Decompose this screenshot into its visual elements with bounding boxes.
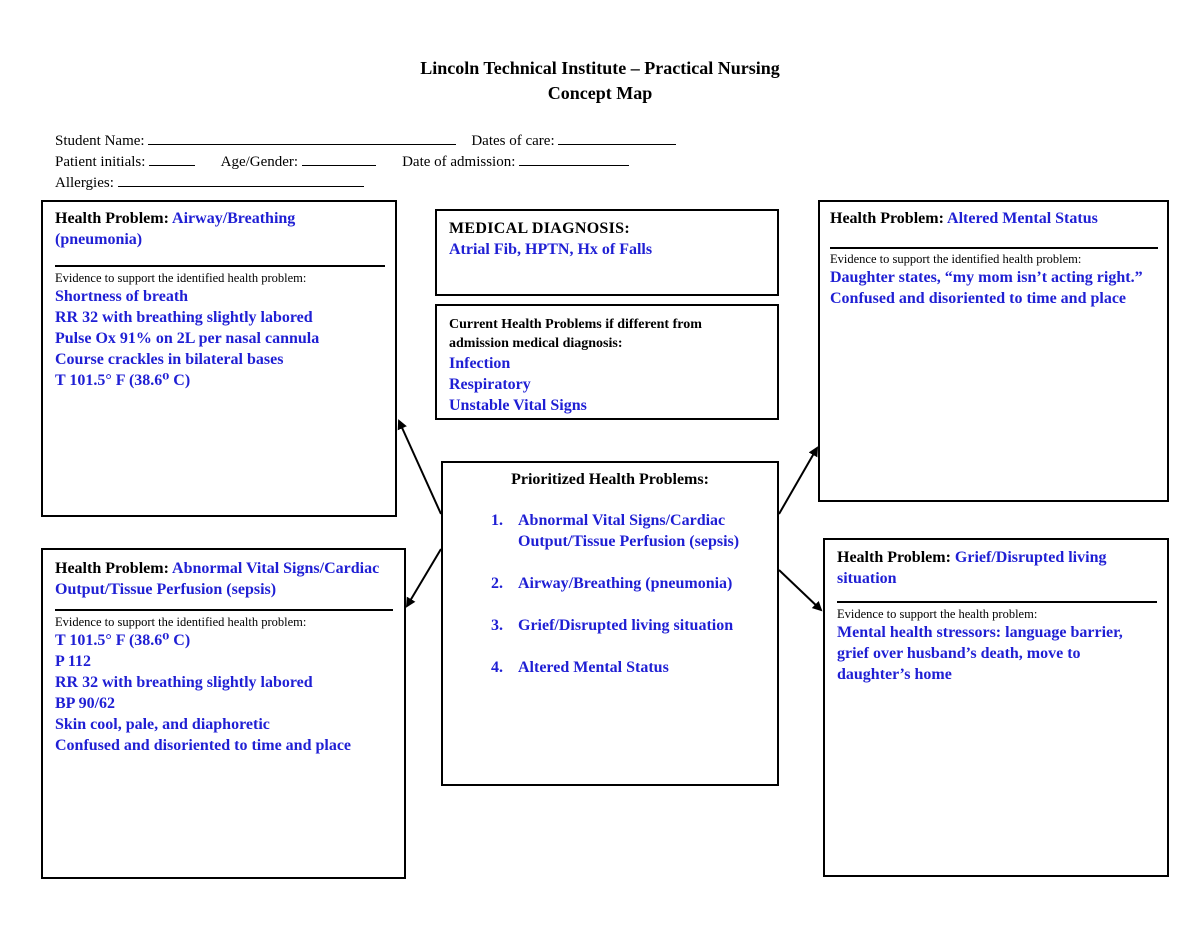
current-problem-item: Respiratory: [449, 376, 531, 393]
age-gender-field[interactable]: [301, 151, 376, 166]
divider: [55, 265, 385, 267]
age-gender-label: Age/Gender:: [220, 154, 299, 170]
prioritized-item: 4.Altered Mental Status: [491, 659, 669, 676]
dates-of-care-label: Dates of care:: [471, 133, 555, 149]
evidence-item: Shortness of breath: [55, 288, 189, 305]
patient-initials-label: Patient initials:: [55, 154, 146, 170]
prioritized-item: 3.Grief/Disrupted living situation: [491, 617, 734, 634]
evidence-label: Evidence to support the identified healt…: [55, 615, 307, 629]
evidence-item: T 101.5° F (38.6⁰ C): [55, 372, 191, 389]
evidence-item: BP 90/62: [55, 695, 116, 712]
evidence-item: Pulse Ox 91% on 2L per nasal cannula: [55, 330, 320, 347]
health-problem-airway-box: Health Problem: Airway/Breathing (pneumo…: [41, 200, 397, 517]
student-name-field[interactable]: [148, 130, 457, 145]
current-health-problems-label: Current Health Problems if different fro…: [449, 317, 702, 351]
student-name-label: Student Name:: [55, 133, 145, 149]
document-title: Lincoln Technical Institute – Practical …: [420, 58, 780, 78]
health-problem-grief-value: Grief/Disrupted living situation: [837, 549, 1107, 587]
form-line-3: Allergies:: [55, 172, 364, 192]
evidence-item: P 112: [55, 653, 92, 670]
document-subtitle: Concept Map: [547, 83, 653, 103]
arrow-to-vitals: [405, 548, 442, 608]
evidence-item: Skin cool, pale, and diaphoretic: [55, 716, 270, 733]
health-problem-grief-box: Health Problem: Grief/Disrupted living s…: [823, 538, 1169, 877]
health-problem-airway-value: Airway/Breathing (pneumonia): [55, 210, 296, 248]
health-problem-grief-heading: Health Problem: Grief/Disrupted living s…: [837, 549, 1107, 587]
arrow-to-airway: [397, 419, 442, 515]
health-problem-airway-heading: Health Problem: Airway/Breathing (pneumo…: [55, 210, 296, 248]
prioritized-item: 2.Airway/Breathing (pneumonia): [491, 575, 733, 592]
evidence-item: RR 32 with breathing slightly labored: [55, 309, 313, 326]
health-problem-mental-status-heading: Health Problem: Altered Mental Status: [830, 210, 1098, 227]
arrow-to-mental-status: [778, 446, 818, 515]
evidence-item: Course crackles in bilateral bases: [55, 351, 284, 368]
allergies-label: Allergies:: [55, 175, 114, 191]
prioritized-health-problems-box: Prioritized Health Problems: 1.Abnormal …: [441, 461, 779, 786]
evidence-item: Daughter states, “my mom isn’t acting ri…: [830, 269, 1143, 286]
health-problem-vitals-box: Health Problem: Abnormal Vital Signs/Car…: [41, 548, 406, 879]
health-problem-mental-status-box: Health Problem: Altered Mental Status Ev…: [818, 200, 1169, 502]
dates-of-care-field[interactable]: [558, 130, 677, 145]
evidence-label: Evidence to support the identified healt…: [55, 271, 307, 285]
health-problem-vitals-heading: Health Problem: Abnormal Vital Signs/Car…: [55, 560, 380, 598]
patient-initials-field[interactable]: [149, 151, 196, 166]
prioritized-item: 1.Abnormal Vital Signs/Cardiac Output/Ti…: [491, 512, 740, 550]
allergies-field[interactable]: [117, 172, 364, 187]
evidence-item: Mental health stressors: language barrie…: [837, 624, 1123, 683]
medical-diagnosis-label: MEDICAL DIAGNOSIS:: [449, 220, 630, 237]
form-line-1: Student Name: Dates of care:: [55, 130, 677, 150]
evidence-item: Confused and disoriented to time and pla…: [830, 290, 1127, 307]
current-problem-item: Infection: [449, 355, 511, 372]
divider: [837, 601, 1157, 603]
prioritized-health-problems-label: Prioritized Health Problems:: [511, 471, 709, 488]
divider: [830, 247, 1158, 249]
prioritized-list: 1.Abnormal Vital Signs/Cardiac Output/Ti…: [453, 510, 767, 678]
evidence-label: Evidence to support the identified healt…: [830, 252, 1082, 266]
current-health-problems-box: Current Health Problems if different fro…: [435, 304, 779, 420]
date-of-admission-field[interactable]: [519, 151, 630, 166]
evidence-item: Confused and disoriented to time and pla…: [55, 737, 352, 754]
evidence-item: RR 32 with breathing slightly labored: [55, 674, 313, 691]
arrow-to-grief: [778, 569, 823, 612]
evidence-label: Evidence to support the health problem:: [837, 607, 1038, 621]
form-line-2: Patient initials: Age/Gender: Date of ad…: [55, 151, 630, 171]
medical-diagnosis-value: Atrial Fib, HPTN, Hx of Falls: [449, 241, 653, 258]
health-problem-vitals-value: Abnormal Vital Signs/Cardiac Output/Tiss…: [55, 560, 380, 598]
evidence-item: T 101.5° F (38.6⁰ C): [55, 632, 191, 649]
current-problem-item: Unstable Vital Signs: [449, 397, 587, 414]
health-problem-mental-status-value: Altered Mental Status: [947, 210, 1098, 227]
divider: [55, 609, 393, 611]
medical-diagnosis-box: MEDICAL DIAGNOSIS: Atrial Fib, HPTN, Hx …: [435, 209, 779, 296]
date-of-admission-label: Date of admission:: [402, 154, 516, 170]
